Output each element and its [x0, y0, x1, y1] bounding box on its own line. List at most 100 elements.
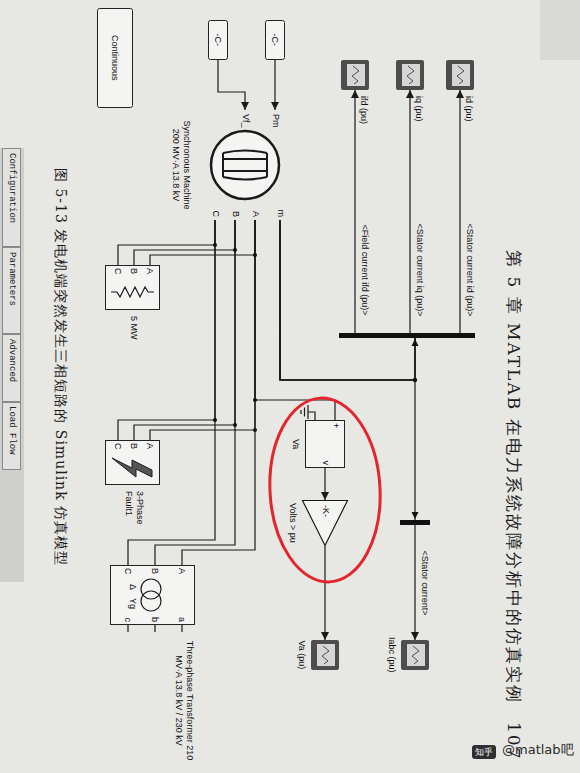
fault-block: ABC3-Phase Fault1 [105, 440, 160, 485]
wire [134, 220, 235, 265]
port-label: A [250, 211, 261, 217]
tab [3, 335, 21, 402]
scope-label: Va (pu) [296, 641, 307, 670]
machine-rotor [223, 151, 267, 180]
port-label: C [210, 211, 221, 218]
synchronous-machine: PmVf_mABCSynchronous Machine 200 MV·A 13… [195, 110, 295, 220]
winding-label: Yg [127, 598, 138, 609]
block-icon [341, 60, 369, 90]
gain-triangle [303, 501, 348, 546]
scope-block: id (pu) [446, 60, 474, 90]
block-outline [306, 421, 345, 468]
wire [150, 220, 255, 265]
tab-strip [0, 148, 24, 582]
port-label: B [230, 211, 241, 217]
scope-screen [407, 644, 425, 666]
scope-body [396, 60, 424, 90]
wire [150, 220, 255, 440]
scope-screen [347, 64, 365, 86]
tab-label: Load Flow [6, 406, 17, 455]
block-text: -C- [213, 34, 224, 47]
scope-trace [322, 646, 329, 664]
port-label: a [176, 617, 187, 622]
block-outline [106, 441, 160, 485]
block-outline [111, 566, 195, 625]
paper-shadow [540, 0, 580, 60]
scope-block: Iabc (pu) [401, 640, 429, 670]
scope-body [401, 640, 429, 670]
junction-dot [213, 243, 217, 247]
scope-body [311, 640, 339, 670]
scope-body [446, 60, 474, 90]
port-label: Pm [270, 114, 281, 128]
block-label: Va [290, 439, 301, 449]
scope-label: ifd (pu) [358, 96, 369, 124]
scope-body [341, 60, 369, 90]
scope-block: ifd (pu) [341, 60, 369, 90]
signal-label: <Stator current> [419, 551, 430, 616]
watermark-logo: 知乎 [472, 745, 496, 759]
winding-label: Δ [127, 584, 138, 590]
scope-trace [352, 66, 359, 84]
wire [118, 220, 215, 265]
signal-label: <Stator current id (pu)> [464, 224, 475, 317]
port-label: A [176, 568, 187, 574]
winding-symbol [141, 591, 161, 611]
wire [324, 546, 325, 640]
tab-label: Advanced [6, 339, 17, 382]
wire [155, 220, 235, 565]
port-label: C [122, 568, 133, 575]
wire [118, 220, 215, 440]
load-block: ABC5 MW [105, 265, 160, 310]
port-label: v [320, 461, 331, 466]
wire [255, 220, 335, 420]
scope-trace [407, 66, 414, 84]
block-label: 5 MW [128, 316, 139, 340]
port-label: C [112, 443, 123, 450]
scope-screen [402, 64, 420, 86]
block-label: Three-phase Transformer 210 MV·A 13.8 kV… [173, 638, 195, 763]
scope-label: iq (pu) [413, 96, 424, 122]
wire [134, 220, 235, 440]
constant-block: -C- [265, 20, 285, 60]
block-outline [266, 21, 285, 60]
junction-dot [213, 418, 217, 422]
chapter-heading: 第 5 章 MATLAB 在电力系统故障分析中的仿真实例 [504, 250, 524, 704]
tab-label: Configuration [6, 153, 17, 223]
block-outline [106, 266, 160, 310]
signal-label: <Stator current iq (pu)> [414, 224, 425, 317]
scope-trace [457, 66, 464, 84]
constant-block: -C- [208, 20, 228, 60]
junction-dot [253, 398, 257, 402]
junction-dot [233, 248, 237, 252]
port-label: A [144, 443, 155, 449]
red-highlight [265, 395, 384, 585]
wire [274, 60, 275, 110]
figure-caption: 图 5-13 发电机端突然发生三相短路的 Simulink 仿真模型 [52, 168, 70, 566]
port-label: C [112, 268, 123, 275]
block-icon [401, 640, 429, 670]
solver-block: Continuous [97, 8, 133, 108]
port-label: c [122, 618, 133, 623]
watermark: @matlab吧 [502, 742, 574, 758]
junction-dot [253, 428, 257, 432]
bus-selector [400, 520, 430, 525]
tab-label: Parameters [6, 252, 17, 306]
wire [218, 60, 245, 110]
scope-screen [317, 644, 335, 666]
resistor-symbol [111, 287, 154, 297]
block-text: -C- [270, 34, 281, 47]
port-label: B [128, 268, 139, 274]
ground-symbol [301, 405, 315, 420]
junction-dot [413, 378, 417, 382]
block-outline [209, 21, 228, 60]
scope-label: Iabc (pu) [386, 637, 397, 673]
port-label: B [149, 568, 160, 574]
port-label: + [330, 423, 341, 428]
